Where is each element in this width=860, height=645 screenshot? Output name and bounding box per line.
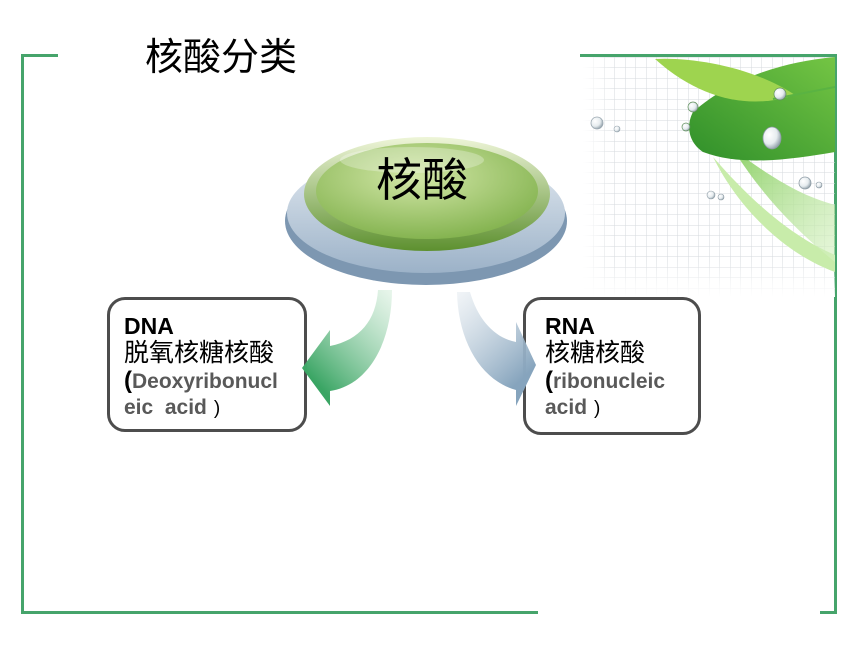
grid-fade-bottom <box>583 262 835 297</box>
rna-english-part-1: ribonucleic <box>553 370 666 393</box>
rna-chinese-name: 核糖核酸 <box>545 339 646 367</box>
leaf-lower-icon <box>733 149 835 262</box>
rna-paren-close: ) <box>594 398 601 419</box>
dna-chinese-name: 脱氧核糖核酸 <box>124 339 275 367</box>
frame-right <box>834 54 837 614</box>
dna-box: DNA 脱氧核糖核酸 (Deoxyribonucl eic acid) <box>107 297 307 432</box>
dna-paren-close: ) <box>213 398 221 419</box>
leaf-water-drops-decoration <box>583 57 835 297</box>
water-drop-icon <box>815 181 823 189</box>
rna-paren-open: ( <box>545 367 553 394</box>
water-drop-icon <box>717 193 725 201</box>
water-drop-icon <box>590 116 604 130</box>
water-drop-icon <box>613 125 621 133</box>
slide-title: 核酸分类 <box>145 37 298 79</box>
frame-top-left <box>21 54 58 57</box>
grid-fade-left <box>583 57 611 297</box>
dna-english-line-1: (Deoxyribonucl <box>124 367 304 394</box>
frame-left <box>21 54 24 614</box>
water-drop-icon <box>687 101 699 113</box>
dna-english-part-2: eic acid <box>124 396 207 419</box>
dna-name: DNA <box>124 313 174 339</box>
leaf-light-blade-icon <box>655 58 795 102</box>
rna-english-line-2: acid) <box>545 394 698 421</box>
rna-name: RNA <box>545 313 595 339</box>
leaf-tail-icon <box>713 157 835 272</box>
water-drop-icon <box>773 87 787 101</box>
frame-top-right <box>580 54 837 57</box>
dna-english-part-1: Deoxyribonucl <box>132 370 278 393</box>
leaf-dark-icon <box>689 57 835 161</box>
dna-paren-open: ( <box>124 367 132 394</box>
disc-green-face <box>316 143 538 239</box>
water-drop-icon <box>762 126 782 150</box>
rna-english-line-1: (ribonucleic <box>545 367 698 394</box>
frame-bottom-right <box>820 611 837 614</box>
water-drop-icon <box>798 176 812 190</box>
rna-box: RNA 核糖核酸 (ribonucleic acid) <box>523 297 701 435</box>
dna-english-line-2: eic acid) <box>124 394 304 421</box>
rna-english-part-2: acid <box>545 396 588 419</box>
water-drop-icon <box>681 122 691 132</box>
center-label: 核酸 <box>376 154 468 206</box>
water-drop-icon <box>706 190 716 200</box>
disc-highlight <box>340 147 484 173</box>
frame-bottom-left <box>21 611 538 614</box>
